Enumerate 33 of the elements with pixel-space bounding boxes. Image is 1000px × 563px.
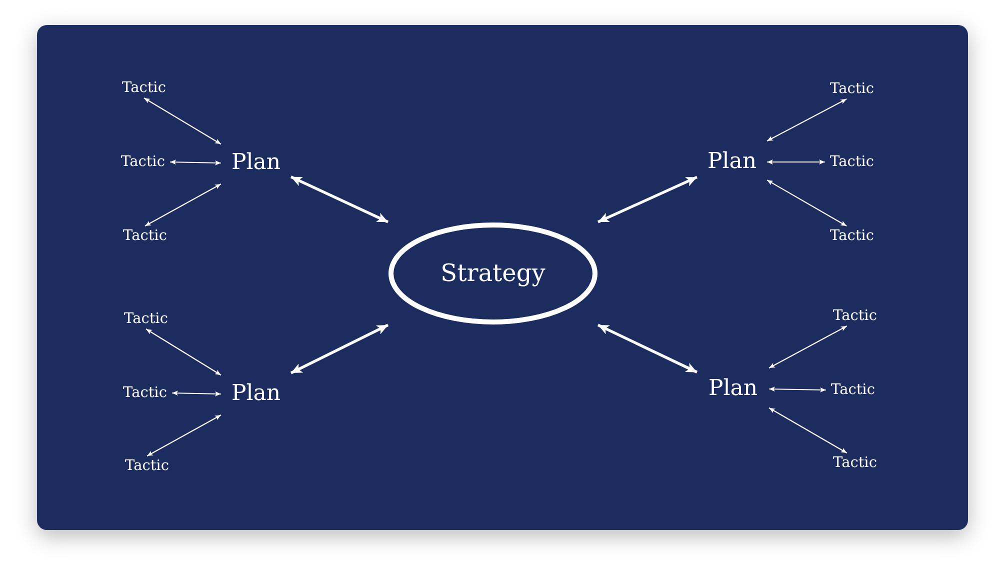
node-label: Tactic — [830, 154, 874, 170]
double-arrow — [290, 176, 389, 224]
node-label: Strategy — [440, 260, 546, 288]
double-arrow — [146, 414, 222, 456]
node-label: Tactic — [123, 228, 167, 244]
double-arrow — [170, 160, 222, 166]
double-arrow — [768, 407, 848, 454]
node-label: Tactic — [123, 384, 167, 402]
double-arrow — [144, 184, 222, 226]
node-label: Tactic — [831, 382, 875, 398]
node-label: Tactic — [833, 454, 877, 472]
double-arrow — [172, 390, 222, 396]
double-arrow — [144, 98, 222, 145]
node-label: Plan — [231, 381, 281, 407]
node-label: Plan — [708, 376, 758, 402]
double-arrow — [766, 180, 847, 226]
node-label: Tactic — [122, 80, 166, 96]
node-label: Tactic — [830, 80, 874, 98]
double-arrow — [768, 326, 848, 368]
double-arrow — [146, 328, 222, 376]
double-arrow — [597, 324, 698, 374]
node-label: Plan — [231, 150, 281, 176]
node-label: Tactic — [125, 458, 169, 474]
double-arrow — [766, 98, 847, 142]
node-label: Plan — [707, 149, 757, 175]
double-arrow — [767, 160, 825, 164]
node-label: Tactic — [121, 154, 165, 170]
node-label: Tactic — [124, 310, 168, 328]
node-label: Tactic — [833, 308, 877, 324]
double-arrow — [597, 176, 698, 224]
double-arrow — [290, 324, 389, 374]
node-label: Tactic — [830, 228, 874, 244]
double-arrow — [769, 386, 826, 392]
